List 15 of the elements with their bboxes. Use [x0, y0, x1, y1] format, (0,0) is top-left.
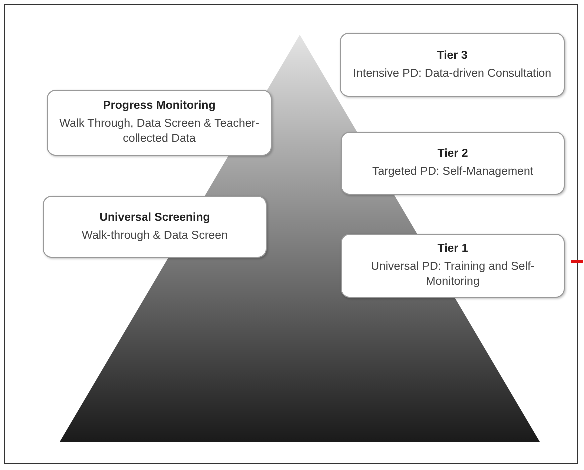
box-description: Walk Through, Data Screen & Teacher-collected Data: [58, 117, 260, 147]
tier-box: [340, 33, 565, 97]
tier-box: [341, 234, 565, 298]
box-description: Universal PD: Training and Self-Monitoring: [370, 260, 536, 290]
tier-box: [341, 132, 565, 195]
box-description: Walk-through & Data Screen: [82, 228, 228, 244]
box-heading: Progress Monitoring: [103, 99, 216, 114]
box-heading: Tier 2: [438, 147, 468, 162]
box-heading: Universal Screening: [100, 210, 210, 226]
tier-box: [43, 196, 267, 258]
box-description: Intensive PD: Data-driven Consultation: [353, 66, 552, 82]
box-heading: Tier 1: [438, 242, 468, 258]
tier-box: [47, 90, 272, 156]
box-description: Targeted PD: Self-Management: [372, 165, 534, 180]
box-heading: Tier 3: [437, 48, 468, 64]
